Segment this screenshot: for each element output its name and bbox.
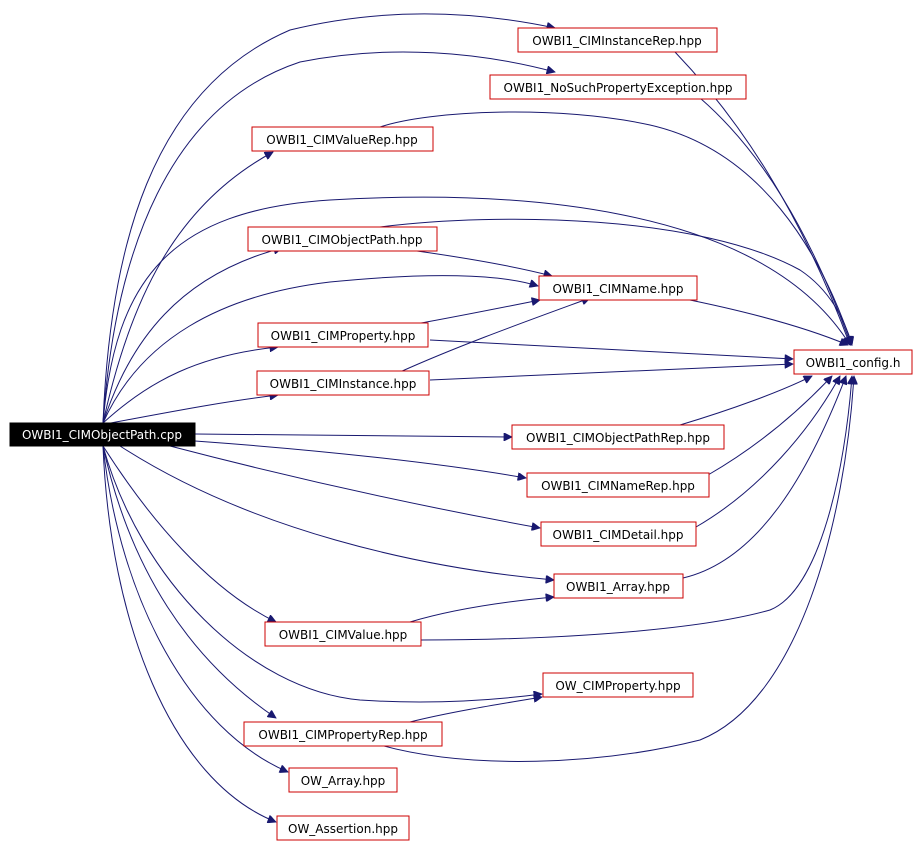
node-instance-rep-label: OWBI1_CIMInstanceRep.hpp	[532, 34, 701, 48]
edge-cim-property-cim-name	[409, 300, 540, 326]
node-config[interactable]: OWBI1_config.h	[793, 349, 913, 375]
edge-root-cim-name	[102, 275, 538, 424]
edge-cim-instance-config	[429, 364, 793, 381]
node-value-rep-label: OWBI1_CIMValueRep.hpp	[266, 133, 417, 147]
edge-cim-detail-config	[695, 376, 841, 528]
node-ow-array[interactable]: OW_Array.hpp	[288, 767, 398, 793]
node-object-path-rep-label: OWBI1_CIMObjectPathRep.hpp	[526, 431, 710, 445]
node-object-path-rep[interactable]: OWBI1_CIMObjectPathRep.hpp	[511, 424, 725, 450]
node-cim-detail[interactable]: OWBI1_CIMDetail.hpp	[540, 521, 697, 547]
edge-layer	[102, 13, 854, 822]
edge-root-name-rep	[194, 440, 526, 478]
node-cim-property-label: OWBI1_CIMProperty.hpp	[271, 329, 416, 343]
node-bi1-array-label: OWBI1_Array.hpp	[566, 580, 670, 594]
node-cim-property[interactable]: OWBI1_CIMProperty.hpp	[257, 322, 429, 348]
node-ow-cim-property[interactable]: OW_CIMProperty.hpp	[542, 672, 694, 698]
edge-object-path-rep-config	[679, 375, 812, 426]
edge-property-rep-config	[379, 376, 854, 762]
edge-bi1-array-config	[682, 376, 846, 579]
edge-property-rep-ow-cim-property	[409, 697, 542, 723]
edge-root-cim-detail	[169, 445, 540, 528]
node-no-such-property-label: OWBI1_NoSuchPropertyException.hpp	[504, 81, 733, 95]
edge-root-object-path-rep	[194, 434, 512, 437]
edge-root-ow-array	[102, 445, 288, 772]
edge-object-path-cim-name	[409, 249, 552, 276]
edge-cim-value-config	[419, 376, 852, 641]
edge-cim-property-config	[429, 339, 793, 359]
node-instance-rep[interactable]: OWBI1_CIMInstanceRep.hpp	[517, 27, 718, 53]
node-layer: OWBI1_CIMObjectPath.cpp OWBI1_CIMInstanc…	[9, 27, 913, 841]
node-cim-instance[interactable]: OWBI1_CIMInstance.hpp	[256, 370, 430, 396]
edge-cim-instance-cim-name	[399, 298, 590, 373]
node-cim-instance-label: OWBI1_CIMInstance.hpp	[270, 377, 417, 391]
node-cim-value[interactable]: OWBI1_CIMValue.hpp	[264, 621, 422, 647]
node-bi1-array[interactable]: OWBI1_Array.hpp	[553, 573, 684, 599]
node-cim-value-label: OWBI1_CIMValue.hpp	[279, 628, 408, 642]
node-property-rep[interactable]: OWBI1_CIMPropertyRep.hpp	[243, 721, 443, 747]
edge-root-instance-rep	[102, 13, 555, 424]
node-root[interactable]: OWBI1_CIMObjectPath.cpp	[9, 422, 196, 447]
edge-root-property-rep	[102, 445, 276, 718]
edge-root-cim-value	[102, 445, 276, 622]
node-no-such-property[interactable]: OWBI1_NoSuchPropertyException.hpp	[489, 74, 747, 100]
edge-name-rep-config	[707, 376, 832, 476]
edge-root-value-rep	[102, 151, 273, 424]
node-ow-cim-property-label: OW_CIMProperty.hpp	[555, 679, 680, 693]
edge-object-path-config	[379, 218, 852, 345]
edge-cim-value-bi1-array	[409, 597, 554, 623]
node-name-rep[interactable]: OWBI1_CIMNameRep.hpp	[526, 472, 710, 498]
edge-root-ow-cim-property	[102, 445, 542, 703]
node-object-path[interactable]: OWBI1_CIMObjectPath.hpp	[247, 226, 438, 252]
edge-root-ow-assertion	[102, 445, 276, 822]
node-ow-assertion[interactable]: OW_Assertion.hpp	[276, 815, 410, 841]
edge-root-object-path	[102, 248, 282, 424]
node-ow-array-label: OW_Array.hpp	[301, 774, 386, 788]
node-root-label: OWBI1_CIMObjectPath.cpp	[22, 428, 182, 442]
edge-root-no-such-property	[102, 51, 555, 424]
node-cim-name-label: OWBI1_CIMName.hpp	[552, 282, 683, 296]
node-property-rep-label: OWBI1_CIMPropertyRep.hpp	[258, 728, 427, 742]
node-name-rep-label: OWBI1_CIMNameRep.hpp	[541, 479, 695, 493]
edge-root-config-top	[102, 196, 850, 424]
edge-root-bi1-array	[119, 445, 554, 580]
node-ow-assertion-label: OW_Assertion.hpp	[288, 822, 398, 836]
edge-root-cim-instance	[104, 395, 278, 425]
edge-no-such-property-config	[699, 97, 851, 345]
node-cim-detail-label: OWBI1_CIMDetail.hpp	[553, 528, 684, 542]
node-config-label: OWBI1_config.h	[806, 356, 901, 370]
edge-root-cim-property	[102, 347, 278, 424]
node-cim-name[interactable]: OWBI1_CIMName.hpp	[538, 275, 698, 301]
node-object-path-label: OWBI1_CIMObjectPath.hpp	[261, 233, 422, 247]
edge-value-rep-config	[379, 111, 852, 345]
edge-cim-name-config	[679, 297, 848, 345]
node-value-rep[interactable]: OWBI1_CIMValueRep.hpp	[251, 126, 434, 152]
